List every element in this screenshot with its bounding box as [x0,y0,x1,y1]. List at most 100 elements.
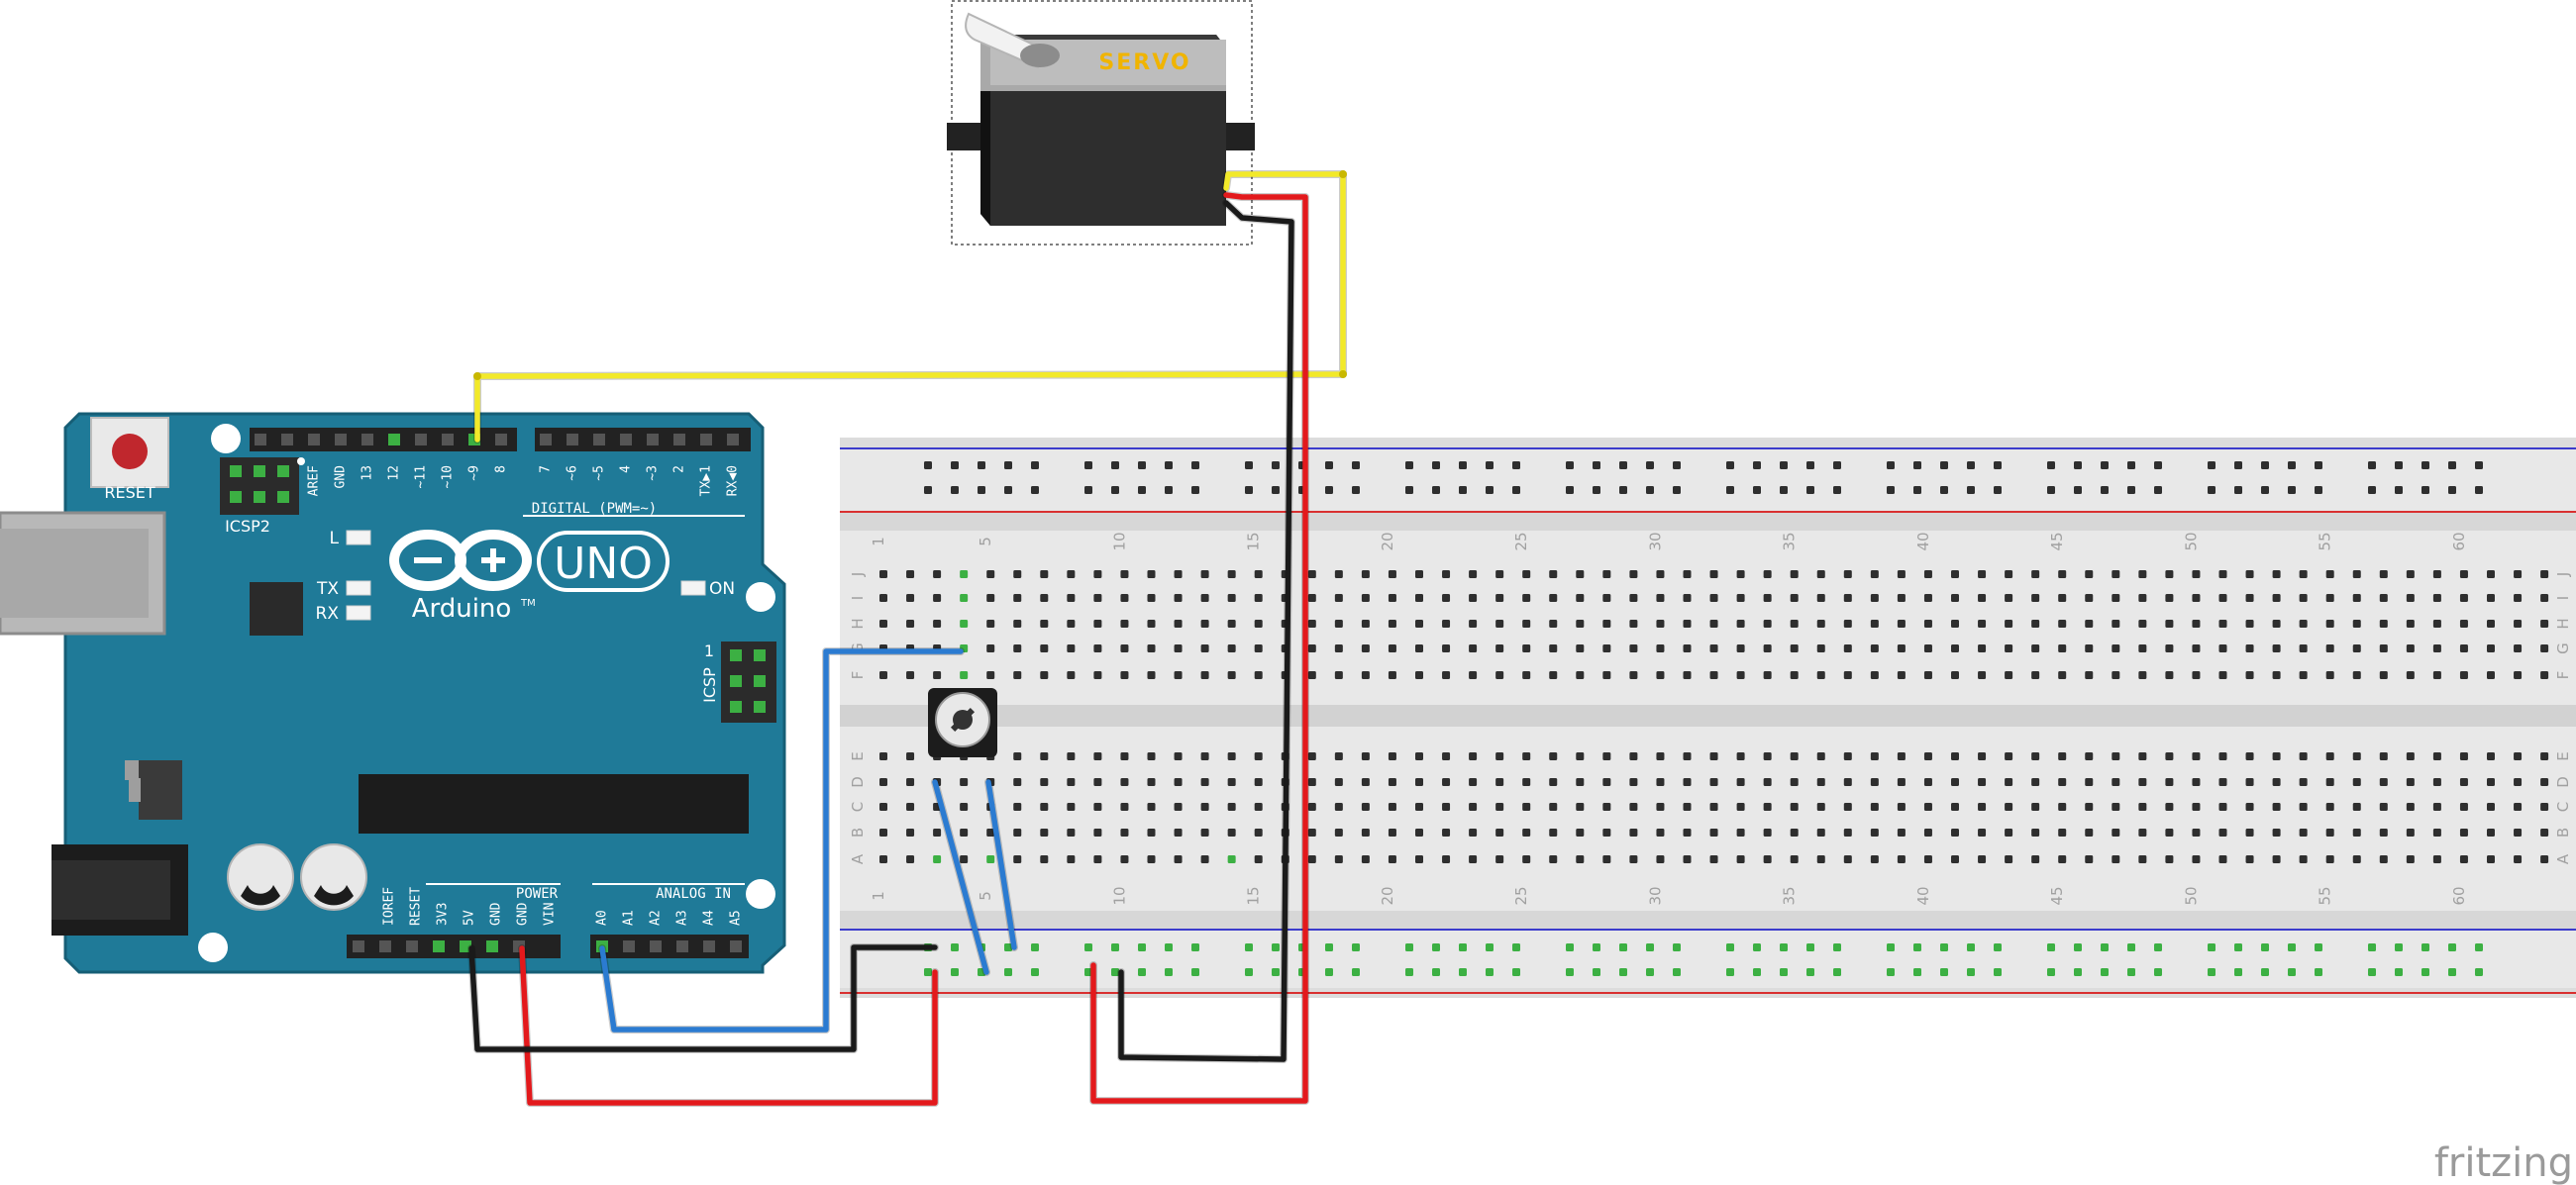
rail-hole [1833,943,1841,951]
breadboard-hole [1174,803,1183,811]
breadboard-hole [2272,671,2281,679]
breadboard-hole [2005,855,2013,863]
pot-leg-wire-blue[interactable] [932,779,989,975]
breadboard-hole [1870,829,1879,837]
analog-wire-blue[interactable] [599,648,964,1033]
header-pin [700,434,712,445]
breadboard-hole [1093,671,1102,679]
rail-hole [1245,486,1253,494]
breadboard-hole [1736,778,1745,786]
breadboard-hole [2138,855,2147,863]
breadboard-hole [2379,644,2388,652]
breadboard-hole [1415,752,1423,760]
servo-ground-wire-black[interactable] [1118,200,1294,1062]
header-pin [335,434,347,445]
mounting-hole [746,879,775,909]
capacitor [300,843,367,911]
breadboard-hole [1013,671,1022,679]
breadboard-hole [2352,803,2361,811]
analog-pin [623,940,635,952]
brand-label: Arduino [412,594,512,624]
breadboard-hole [1923,620,1932,628]
breadboard-hole [1067,829,1076,837]
led-on [680,580,706,596]
breadboard-hole [2459,620,2468,628]
breadboard-hole [2192,570,2201,578]
breadboard-hole [2192,778,2201,786]
breadboard-hole [2085,594,2094,602]
breadboard-hole [879,570,887,578]
analog-pin [730,940,742,952]
rail-hole [1593,486,1600,494]
breadboard-hole [906,855,915,863]
column-number: 10 [1110,532,1128,550]
rail-hole [1994,943,2002,951]
breadboard-hole [879,620,887,628]
breadboard-hole [2192,752,2201,760]
breadboard-hole [1656,855,1665,863]
breadboard-hole [1469,644,1478,652]
reset-button-cap[interactable] [112,434,148,469]
breadboard-hole [2192,644,2201,652]
breadboard-hole [1361,829,1370,837]
breadboard-hole [1951,594,1959,602]
breadboard-hole [1951,803,1959,811]
rail-hole [2074,486,2082,494]
breadboard-hole [1549,570,1558,578]
rail-hole [1887,943,1895,951]
breadboard-hole [1816,752,1825,760]
breadboard-hole [1816,570,1825,578]
rail-hole [2315,461,2322,469]
breadboard-hole [1843,803,1852,811]
breadboard-hole [2218,752,2227,760]
breadboard-hole [1790,752,1799,760]
analog-label: ANALOG IN [656,886,731,902]
column-number: 1 [870,891,887,901]
pot-leg-wire-blue[interactable] [985,779,1017,950]
rail-hole [1459,968,1467,976]
breadboard-hole [2379,778,2388,786]
breadboard-hole [2085,752,2094,760]
rail-hole [1272,968,1280,976]
header-pin [281,434,293,445]
breadboard-hole [1763,752,1772,760]
top-pin-label: ~5 [592,465,607,481]
rail-hole [1004,461,1012,469]
rail-hole [1432,486,1440,494]
brand-tm: TM [520,598,536,609]
ground-wire-black[interactable] [468,944,938,1052]
breadboard-hole [1951,570,1959,578]
breadboard-hole [1602,803,1611,811]
signal-wire-yellow[interactable] [474,171,1346,443]
rail-hole [951,461,959,469]
breadboard-hole [1307,778,1316,786]
breadboard-hole [2138,778,2147,786]
breadboard-hole [2406,671,2415,679]
voltage-regulator [139,760,182,820]
rail-hole [1432,968,1440,976]
breadboard-hole [2085,644,2094,652]
breadboard-hole [1549,671,1558,679]
power-wire-red[interactable] [519,945,938,1106]
rail-hole [1994,461,2002,469]
breadboard-hole [1040,752,1049,760]
breadboard-hole [1040,644,1049,652]
breadboard-hole [933,855,942,863]
breadboard-hole [2058,829,2067,837]
breadboard-hole [1897,671,1906,679]
breadboard-hole [2379,570,2388,578]
column-number: 20 [1379,886,1396,905]
breadboard-hole [1629,829,1638,837]
breadboard-hole [2325,829,2334,837]
breadboard-hole [2352,778,2361,786]
power-pin [406,940,418,952]
breadboard-hole [1334,829,1343,837]
column-number: 25 [1512,886,1530,905]
breadboard-hole [1790,778,1799,786]
servo-power-wire-red[interactable] [1090,192,1308,1104]
breadboard-hole [2085,803,2094,811]
breadboard-hole [2165,620,2174,628]
rail-hole [924,486,932,494]
breadboard-hole [960,803,969,811]
header-pin [727,434,739,445]
